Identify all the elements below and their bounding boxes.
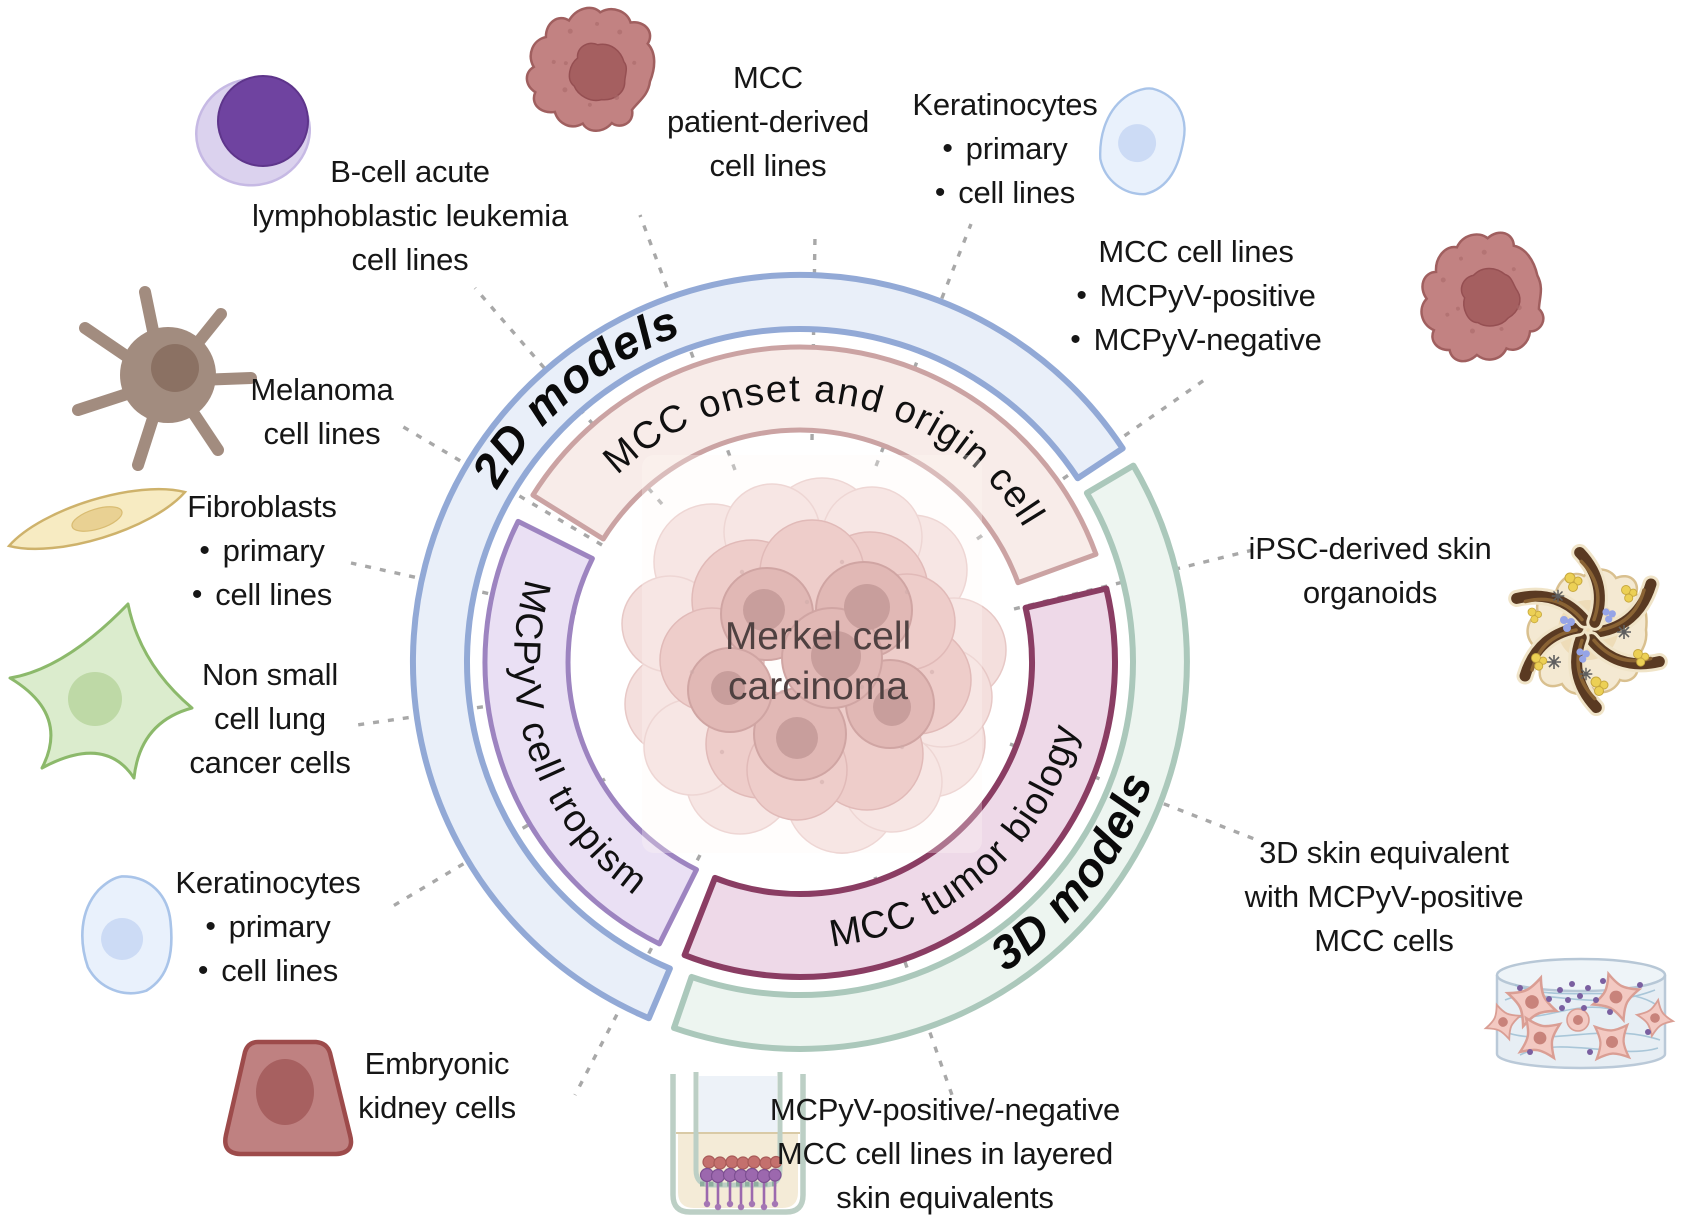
transwell-insert-icon xyxy=(670,1072,806,1215)
label-fibroblasts: Fibroblasts •primary •cell lines xyxy=(187,485,337,617)
label-bcell-all: B-cell acute lymphoblastic leukemia cell… xyxy=(251,154,569,277)
transwell-cells xyxy=(699,1155,783,1211)
label-mcc-patient: MCC patient-derived cell lines xyxy=(666,60,870,183)
segment-mcpyv-tropism xyxy=(482,518,699,947)
label-keratinocytes-top: Keratinocytes •primary •cell lines xyxy=(912,83,1097,215)
segment-mcc-onset xyxy=(530,344,1099,586)
mcc-cell-lines-cell-icon xyxy=(1400,217,1561,379)
nsclc-cell-icon xyxy=(8,602,194,780)
segment-mcc-tumor-biology xyxy=(681,585,1118,980)
keratinocyte-top-icon xyxy=(1093,81,1192,201)
embryonic-kidney-cell-icon xyxy=(223,1039,354,1157)
keratinocyte-left-icon xyxy=(72,869,182,1001)
mcc-patient-cell-icon xyxy=(513,0,668,145)
bullet-icon: • xyxy=(934,176,946,209)
bullet-icon: • xyxy=(205,910,216,943)
ring-3d-models xyxy=(671,462,1190,1052)
label-3d-skin-equivalent: 3D skin equivalent with MCPyV-positive M… xyxy=(1244,835,1524,958)
label-nsclc: Non small cell lung cancer cells xyxy=(189,657,351,780)
merkel-tumor-illustration xyxy=(621,455,1007,854)
bullet-icon: • xyxy=(197,954,209,987)
label-layered-skin: MCPyV-positive/-negative MCC cell lines … xyxy=(769,1092,1121,1215)
bullet-icon: • xyxy=(191,578,203,611)
center-label: Merkel cell carcinoma xyxy=(724,615,912,708)
label-mcc-cell-lines: MCC cell lines •MCPyV-positive •MCPyV-ne… xyxy=(1070,230,1322,362)
label-ipsc-organoids: iPSC-derived skin organoids xyxy=(1248,531,1492,610)
ring-2d-models xyxy=(409,271,1126,1022)
label-embryonic-kidney: Embryonic kidney cells xyxy=(358,1046,516,1125)
melanoma-cell-icon xyxy=(72,286,257,471)
fibroblast-cell-icon xyxy=(6,487,188,551)
bcell-all-cell-icon xyxy=(195,75,311,187)
skin-organoid-icon xyxy=(1517,552,1660,707)
label-keratinocytes-left: Keratinocytes •primary •cell lines xyxy=(175,861,360,993)
skin-equivalent-dish-icon xyxy=(1479,957,1677,1075)
bullet-icon: • xyxy=(942,132,953,165)
bullet-icon: • xyxy=(199,534,210,567)
label-melanoma: Melanoma cell lines xyxy=(250,372,394,451)
bullet-icon: • xyxy=(1070,323,1081,356)
bullet-icon: • xyxy=(1076,279,1087,312)
